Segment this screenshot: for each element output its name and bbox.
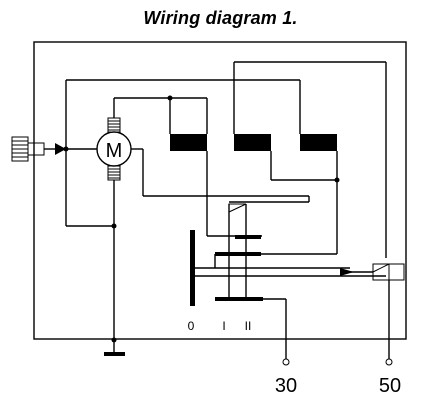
motor-symbol: M [106,140,123,162]
motor-wiring [65,61,387,356]
terminal-30-label: 30 [275,375,297,397]
terminals: 30 50 [275,358,401,397]
terminal-30-point [282,358,290,366]
diagram-title: Wiring diagram 1. [143,8,298,28]
relay-coils [170,134,338,255]
terminal-50-point [385,358,393,366]
position-label-1: I [222,319,225,333]
left-connector [11,136,66,162]
switch-position-labels: 0 I II [188,319,252,333]
terminal-50-label: 50 [379,375,401,397]
contact-lower [215,297,263,301]
coil-1 [170,134,207,151]
contact-middle [215,252,261,256]
coil-2 [234,134,271,151]
position-label-0: 0 [188,319,195,333]
switch-bar [190,230,195,306]
junction-dots [63,95,340,343]
position-label-2: II [245,319,252,333]
coil-3 [300,134,337,151]
switch-assembly [190,230,405,360]
housing-outline [33,41,407,340]
contact-upper [235,235,261,239]
motor: M [96,117,132,181]
